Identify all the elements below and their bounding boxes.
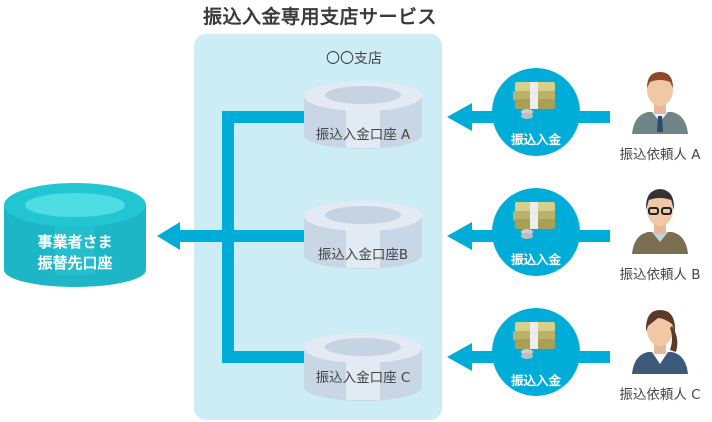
- payer-label-a: 振込依頼人 A: [619, 147, 701, 163]
- payer-label-c: 振込依頼人 C: [619, 387, 701, 403]
- man-glasses-icon: [632, 189, 688, 254]
- destination-account-label: 事業者さま 振替先口座: [0, 232, 150, 274]
- destination-label-line1: 事業者さま: [37, 233, 113, 251]
- account-tank-a: [304, 81, 422, 149]
- diagram-title: 振込入金専用支店サービス: [202, 6, 437, 28]
- businesswoman-icon: [632, 310, 688, 374]
- arrow-left-icon: [447, 103, 472, 131]
- account-tank-c: [304, 333, 422, 401]
- destination-label-line2: 振替先口座: [37, 254, 113, 272]
- deposit-label-b: 振込入金: [510, 252, 561, 267]
- account-label-a: 振込入金口座 A: [315, 127, 411, 143]
- deposit-flow-c: [447, 308, 610, 396]
- destination-account-tank: [4, 183, 146, 287]
- deposit-label-c: 振込入金: [510, 373, 561, 388]
- money-bundle-icon: [513, 82, 555, 119]
- money-bundle-icon: [513, 322, 555, 359]
- payer-label-b: 振込依頼人 B: [619, 267, 701, 283]
- arrow-left-icon: [447, 222, 472, 250]
- deposit-flow-b: [447, 188, 610, 276]
- account-label-b: 振込入金口座B: [317, 247, 409, 263]
- account-label-c: 振込入金口座 C: [315, 370, 411, 386]
- deposit-flow-a: [447, 68, 610, 156]
- deposit-label-a: 振込入金: [510, 132, 561, 147]
- flow-connector: [157, 111, 312, 363]
- account-tank-b: [304, 201, 422, 269]
- businessman-icon: [632, 72, 688, 134]
- arrow-to-destination: [157, 222, 180, 250]
- money-bundle-icon: [513, 202, 555, 239]
- branch-name: 〇〇支店: [326, 51, 382, 67]
- arrow-left-icon: [447, 343, 472, 371]
